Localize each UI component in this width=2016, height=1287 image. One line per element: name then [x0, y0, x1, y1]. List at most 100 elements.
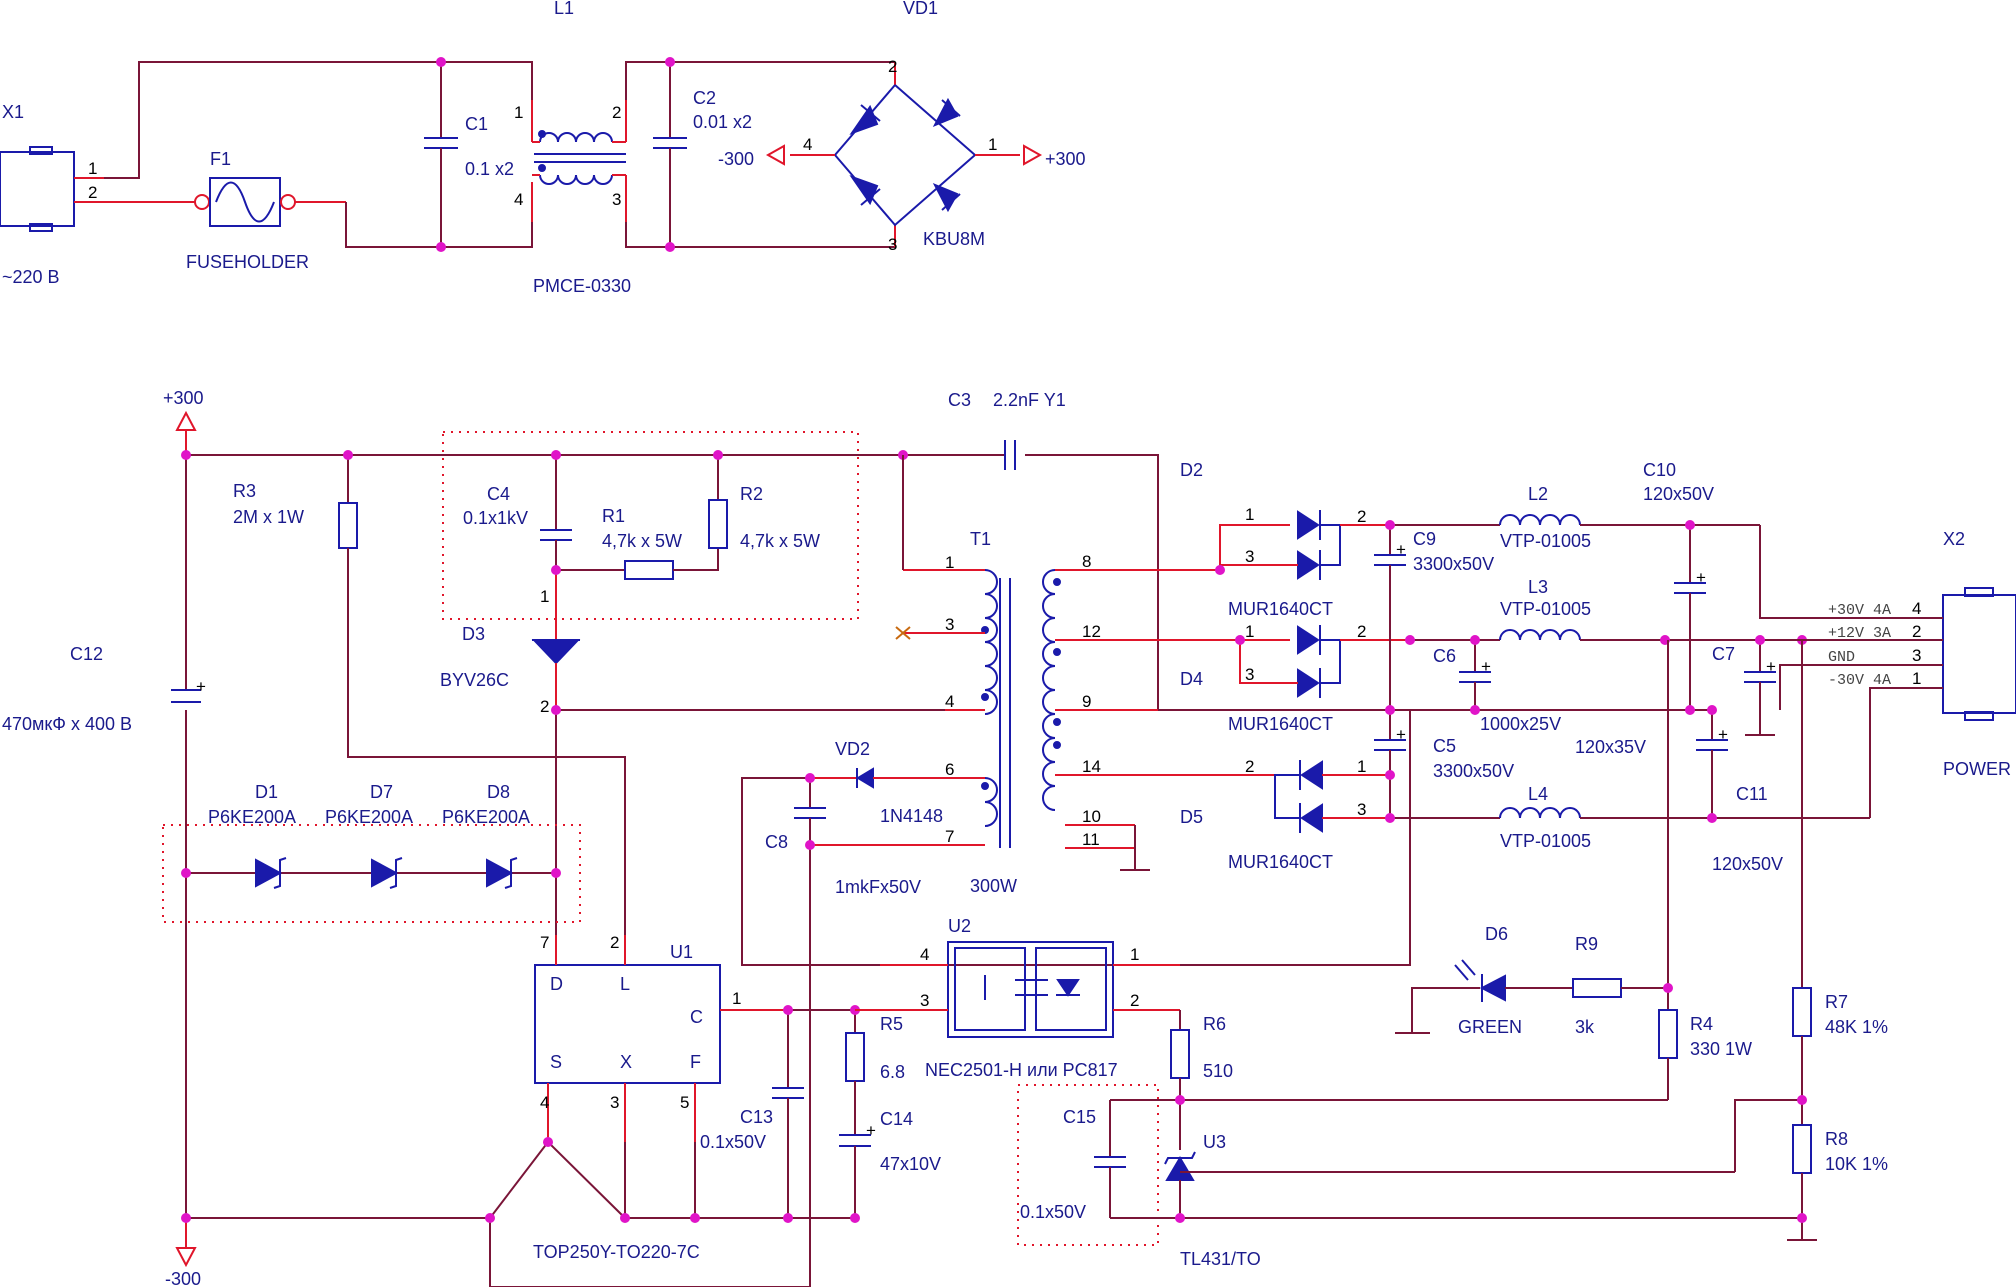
- svg-text:C11: C11: [1736, 784, 1768, 804]
- svg-text:3: 3: [920, 991, 929, 1010]
- c3-value: 2.2nF Y1: [993, 390, 1066, 410]
- svg-text:1: 1: [1245, 505, 1254, 524]
- svg-text:120x35V: 120x35V: [1575, 737, 1646, 757]
- plus300-rail-port: [175, 410, 197, 431]
- svg-text:D3: D3: [462, 624, 485, 644]
- svg-text:TL431/TO: TL431/TO: [1180, 1249, 1261, 1269]
- svg-text:2: 2: [1245, 757, 1254, 776]
- svg-text:0.1x50V: 0.1x50V: [700, 1132, 766, 1152]
- resistor-r5: [845, 1032, 865, 1082]
- svg-text:R2: R2: [740, 484, 763, 504]
- svg-text:3: 3: [1245, 547, 1254, 566]
- c1-value: 0.1 x2: [465, 159, 514, 179]
- svg-text:2: 2: [540, 697, 549, 716]
- svg-text:330 1W: 330 1W: [1690, 1039, 1752, 1059]
- svg-text:P6KE200A: P6KE200A: [208, 807, 296, 827]
- optocoupler-u2: [947, 941, 1114, 1038]
- svg-text:300W: 300W: [970, 876, 1017, 896]
- svg-text:1: 1: [1130, 945, 1139, 964]
- svg-text:+: +: [1396, 725, 1406, 744]
- svg-text:1: 1: [988, 135, 997, 154]
- svg-text:VTP-01005: VTP-01005: [1500, 531, 1591, 551]
- svg-text:U1: U1: [670, 942, 693, 962]
- svg-text:1: 1: [1357, 757, 1366, 776]
- svg-text:L4: L4: [1528, 784, 1548, 804]
- resistor-r3: [338, 502, 358, 549]
- svg-text:-300: -300: [165, 1269, 201, 1287]
- l1-part: PMCE-0330: [533, 276, 631, 296]
- svg-text:120x50V: 120x50V: [1643, 484, 1714, 504]
- primary-section: +300 -300 C3 2.2nF Y1 + C12 470мкФ x 400…: [2, 388, 1425, 1287]
- r3-value: 2M x 1W: [233, 507, 304, 527]
- vd1-label: VD1: [903, 0, 938, 18]
- svg-text:1: 1: [540, 587, 549, 606]
- svg-text:1: 1: [1245, 622, 1254, 641]
- tvs-group: [162, 824, 581, 923]
- c15-group: [1017, 1084, 1159, 1246]
- svg-text:MUR1640CT: MUR1640CT: [1228, 852, 1333, 872]
- svg-text:+12V 3A: +12V 3A: [1828, 625, 1891, 642]
- resistor-r4: [1658, 1009, 1678, 1059]
- svg-text:1: 1: [514, 103, 523, 122]
- svg-text:3: 3: [1912, 646, 1921, 665]
- svg-text:11: 11: [1082, 830, 1100, 849]
- svg-text:1: 1: [945, 553, 954, 572]
- svg-text:4,7k x 5W: 4,7k x 5W: [740, 531, 820, 551]
- svg-text:C5: C5: [1433, 736, 1456, 756]
- svg-text:2: 2: [88, 183, 97, 202]
- svg-text:+: +: [1481, 657, 1491, 676]
- svg-text:+: +: [1718, 725, 1728, 744]
- svg-text:+: +: [1696, 568, 1706, 587]
- svg-text:TOP250Y-TO220-7C: TOP250Y-TO220-7C: [533, 1242, 700, 1262]
- vd1-part: KBU8M: [923, 229, 985, 249]
- svg-text:C9: C9: [1413, 529, 1436, 549]
- svg-text:1: 1: [1912, 669, 1921, 688]
- svg-text:X: X: [620, 1052, 632, 1072]
- svg-text:BYV26C: BYV26C: [440, 670, 509, 690]
- svg-text:3: 3: [610, 1093, 619, 1112]
- svg-text:R1: R1: [602, 506, 625, 526]
- svg-text:C10: C10: [1643, 460, 1676, 480]
- svg-text:510: 510: [1203, 1061, 1233, 1081]
- svg-text:C15: C15: [1063, 1107, 1096, 1127]
- svg-text:+30V 4A: +30V 4A: [1828, 602, 1891, 619]
- svg-text:1000x25V: 1000x25V: [1480, 714, 1561, 734]
- svg-text:D1: D1: [255, 782, 278, 802]
- svg-text:12: 12: [1082, 622, 1101, 641]
- feedback-section: 4 3 1 2 U2 NEC2501-H или PC817 R6 510 C1…: [855, 640, 1888, 1269]
- svg-text:D7: D7: [370, 782, 393, 802]
- svg-text:POWER: POWER: [1943, 759, 2011, 779]
- svg-text:X2: X2: [1943, 529, 1965, 549]
- resistor-r7: [1792, 987, 1812, 1037]
- resistor-r9: [1572, 978, 1622, 998]
- minus300-port: [765, 144, 785, 166]
- resistor-r2: [708, 499, 728, 549]
- svg-text:R9: R9: [1575, 934, 1598, 954]
- x1-label: X1: [2, 102, 24, 122]
- bridge-vd1: [790, 62, 1020, 247]
- svg-text:10K 1%: 10K 1%: [1825, 1154, 1888, 1174]
- c3-label: C3: [948, 390, 971, 410]
- svg-text:3: 3: [612, 190, 621, 209]
- svg-text:2: 2: [610, 933, 619, 952]
- svg-text:9: 9: [1082, 692, 1091, 711]
- svg-text:14: 14: [1082, 757, 1101, 776]
- choke-l1: [531, 100, 627, 222]
- svg-text:2: 2: [888, 57, 897, 76]
- svg-text:1: 1: [88, 159, 97, 178]
- svg-text:3k: 3k: [1575, 1017, 1595, 1037]
- svg-text:+300: +300: [1045, 149, 1086, 169]
- svg-text:-30V 4A: -30V 4A: [1828, 672, 1891, 689]
- svg-text:4: 4: [514, 190, 523, 209]
- svg-text:+300: +300: [163, 388, 204, 408]
- svg-text:2: 2: [1357, 507, 1366, 526]
- svg-text:0.1x1kV: 0.1x1kV: [463, 508, 528, 528]
- svg-text:D6: D6: [1485, 924, 1508, 944]
- svg-text:GREEN: GREEN: [1458, 1017, 1522, 1037]
- c2-value: 0.01 x2: [693, 112, 752, 132]
- c12-value: 470мкФ x 400 В: [2, 714, 132, 734]
- svg-text:C: C: [690, 1007, 703, 1027]
- svg-text:C13: C13: [740, 1107, 773, 1127]
- c1-label: C1: [465, 114, 488, 134]
- svg-text:U3: U3: [1203, 1132, 1226, 1152]
